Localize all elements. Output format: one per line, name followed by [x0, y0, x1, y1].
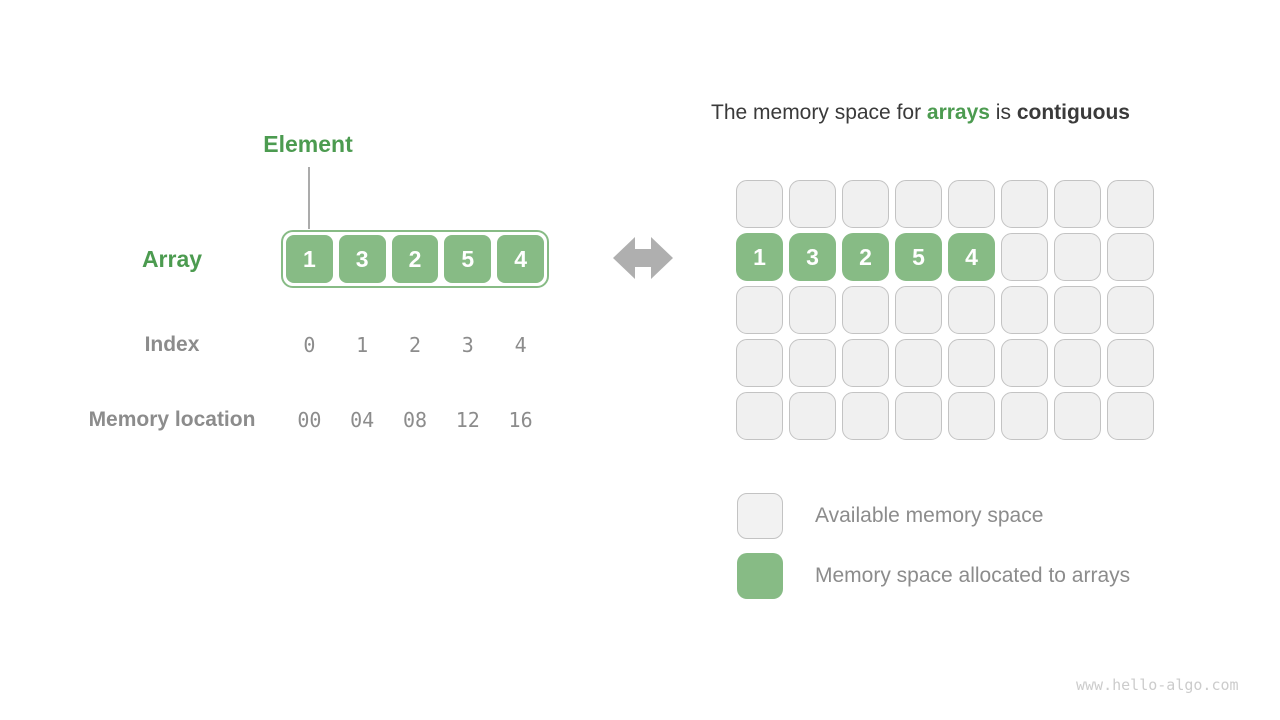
available-memory-cell — [948, 286, 995, 334]
legend-item-available: Available memory space — [737, 493, 1130, 539]
memory-location-value: 12 — [455, 408, 480, 432]
memory-location-value: 00 — [297, 408, 322, 432]
index-value: 0 — [303, 333, 316, 357]
allocated-memory-swatch — [737, 553, 783, 599]
available-memory-cell — [1107, 392, 1154, 440]
available-memory-cell — [895, 286, 942, 334]
available-memory-cell — [842, 339, 889, 387]
available-memory-cell — [789, 180, 836, 228]
array-cell: 1 — [286, 235, 333, 283]
available-memory-cell — [1107, 180, 1154, 228]
legend-label-allocated: Memory space allocated to arrays — [815, 564, 1131, 587]
index-value: 4 — [514, 333, 527, 357]
title-prefix: The memory space for — [711, 101, 927, 124]
element-pointer-line — [308, 167, 310, 229]
allocated-memory-cell: 5 — [895, 233, 942, 281]
memory-location-value: 04 — [350, 408, 375, 432]
available-memory-cell — [895, 339, 942, 387]
watermark: www.hello-algo.com — [1076, 676, 1239, 694]
title-emphasis-contiguous: contiguous — [1016, 101, 1130, 124]
available-memory-swatch — [737, 493, 783, 539]
array-cell: 3 — [338, 235, 386, 283]
available-memory-cell — [1054, 233, 1101, 281]
diagram-title: The memory space for arrays is contiguou… — [711, 101, 1130, 125]
available-memory-cell — [842, 392, 889, 440]
index-value: 2 — [408, 333, 422, 357]
available-memory-cell — [736, 286, 783, 334]
available-memory-cell — [895, 180, 942, 228]
allocated-memory-cell: 3 — [789, 233, 836, 281]
element-label: Element — [263, 131, 353, 157]
memory-location-value: 08 — [402, 408, 428, 432]
available-memory-cell — [789, 286, 836, 334]
allocated-memory-cell: 4 — [948, 233, 995, 281]
memory-location-values: 00 04 08 12 16 — [286, 408, 544, 432]
available-memory-cell — [1107, 339, 1154, 387]
available-memory-cell — [736, 392, 783, 440]
available-memory-cell — [1054, 286, 1101, 334]
available-memory-cell — [736, 339, 783, 387]
available-memory-cell — [1054, 392, 1101, 440]
legend-label-available: Available memory space — [815, 504, 1044, 527]
available-memory-cell — [842, 286, 889, 334]
memory-location-label: Memory location — [88, 408, 256, 431]
available-memory-cell — [948, 339, 995, 387]
available-memory-cell — [895, 392, 942, 440]
array-cell: 4 — [497, 235, 544, 283]
available-memory-cell — [1001, 286, 1048, 334]
available-memory-cell — [1001, 339, 1048, 387]
available-memory-cell — [1107, 233, 1154, 281]
array-cell: 2 — [391, 235, 439, 283]
array-cell: 5 — [444, 235, 492, 283]
allocated-memory-cell: 1 — [736, 233, 783, 281]
allocated-memory-cell: 2 — [842, 233, 889, 281]
legend-item-allocated: Memory space allocated to arrays — [737, 553, 1130, 599]
available-memory-cell — [1001, 180, 1048, 228]
index-value: 1 — [356, 333, 369, 357]
index-label: Index — [144, 333, 200, 356]
double-arrow-icon — [611, 236, 675, 285]
title-middle: is — [989, 101, 1017, 124]
available-memory-cell — [1054, 339, 1101, 387]
available-memory-cell — [736, 180, 783, 228]
available-memory-cell — [789, 392, 836, 440]
memory-location-value: 16 — [508, 408, 533, 432]
index-value: 3 — [461, 333, 474, 357]
title-highlight-arrays: arrays — [926, 101, 990, 124]
index-values: 0 1 2 3 4 — [286, 333, 544, 357]
array-label: Array — [141, 246, 203, 272]
available-memory-cell — [948, 392, 995, 440]
available-memory-cell — [789, 339, 836, 387]
available-memory-cell — [948, 180, 995, 228]
available-memory-cell — [842, 180, 889, 228]
available-memory-cell — [1054, 180, 1101, 228]
available-memory-cell — [1001, 233, 1048, 281]
available-memory-cell — [1107, 286, 1154, 334]
legend: Available memory space Memory space allo… — [737, 493, 1130, 599]
available-memory-cell — [1001, 392, 1048, 440]
